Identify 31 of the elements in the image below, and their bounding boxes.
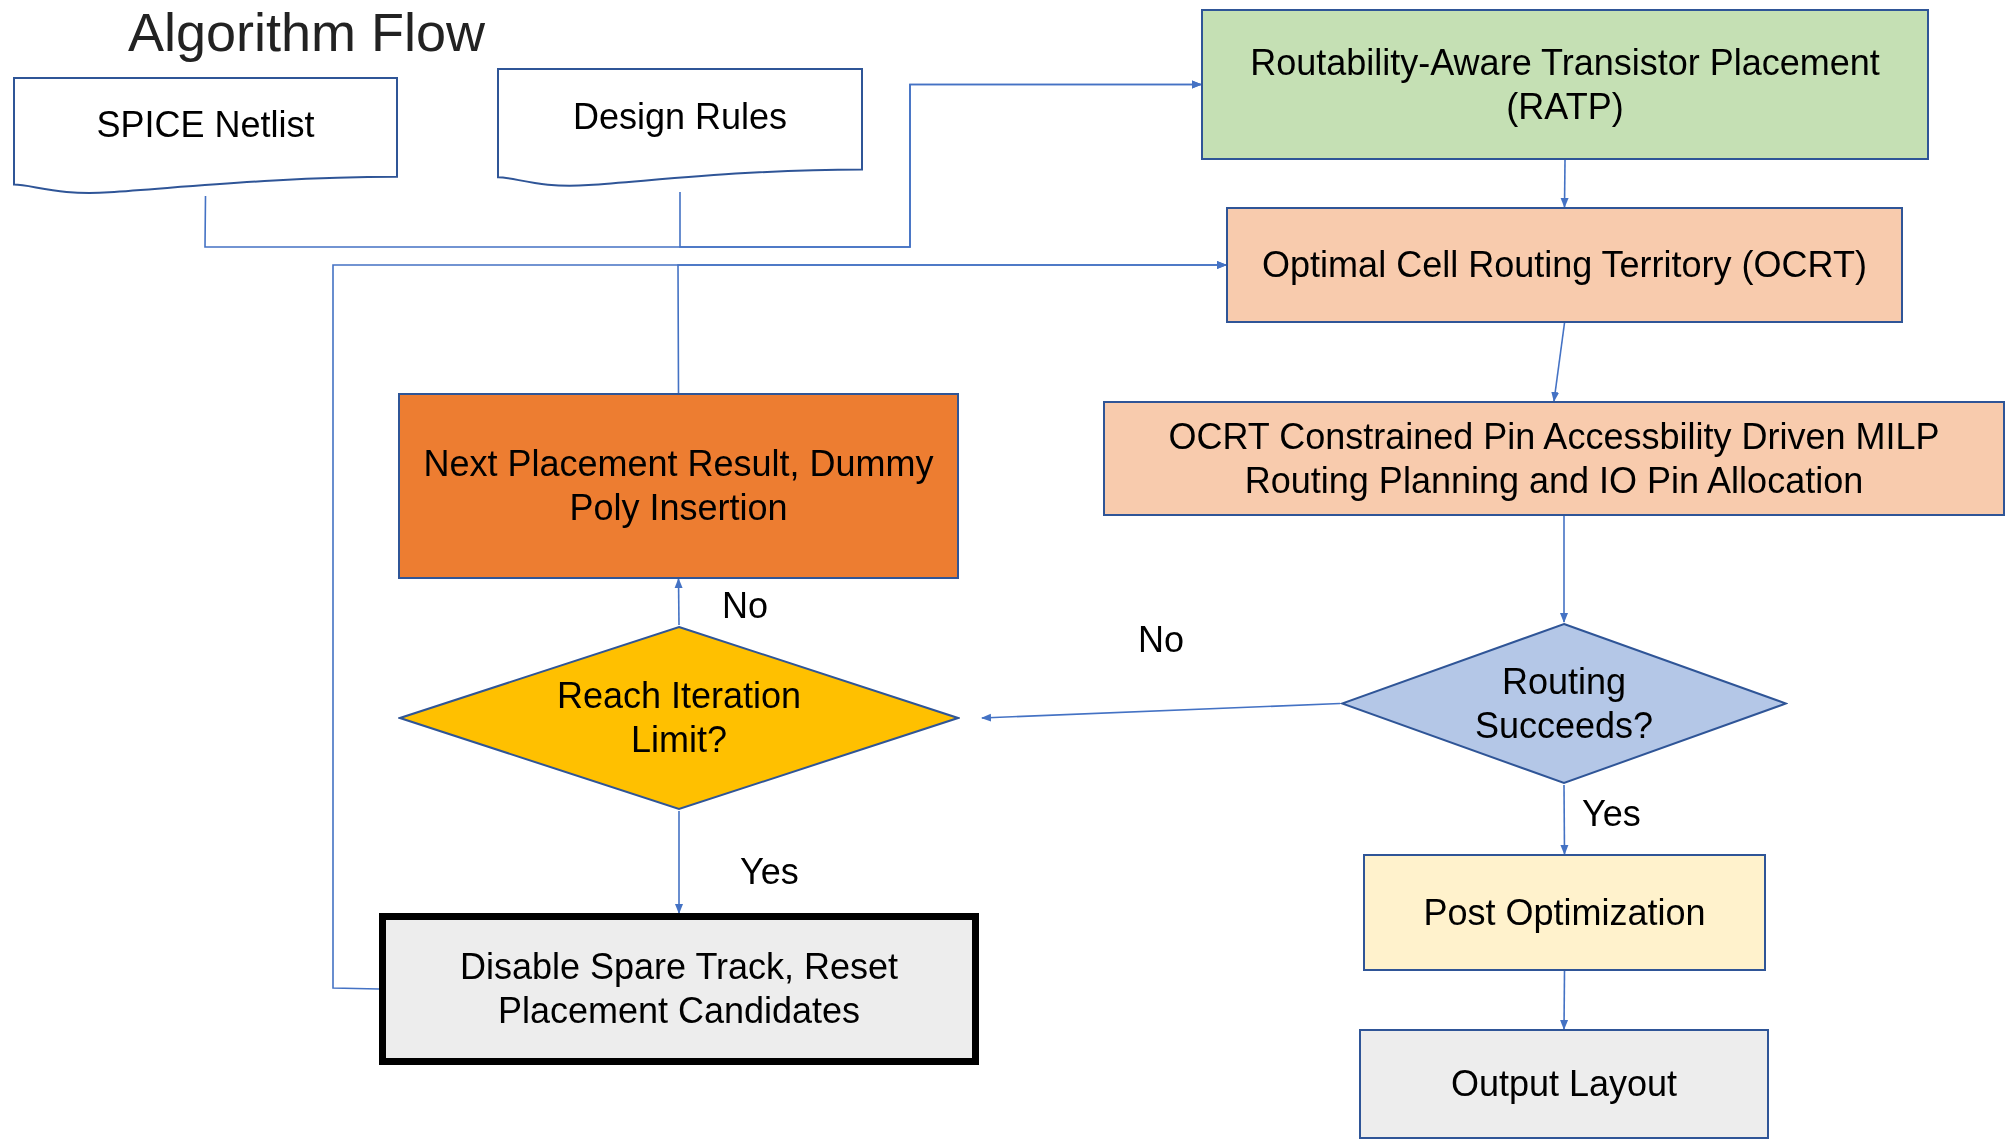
node-text: Disable Spare Track, Reset Placement Candidates [458,945,900,1033]
node-text: Reach Iteration Limit? [555,674,803,762]
arrow [675,810,683,914]
process-box [1103,401,2005,516]
decision-diamond [1340,622,1788,785]
arrow [1551,322,1566,402]
process-box [1363,854,1766,971]
arrow [1560,784,1569,855]
decision-diamond [398,625,960,811]
node-text: Output Layout [1450,1062,1678,1106]
node-text: Routing Succeeds? [1474,659,1654,748]
arrow [981,702,1341,722]
node-text: Design Rules [572,95,788,139]
process-box [398,393,959,579]
node-text: Post Optimization [1423,890,1706,935]
title: Algorithm Flow [128,1,486,64]
process-box [1201,9,1929,160]
node-text: OCRT Constrained Pin Accessbility Driven MILP Routing Planning and IO Pin Allocation [1167,414,1941,503]
node-text: Next Placement Result, Dummy Poly Insertion [422,442,935,530]
node-text: SPICE Netlist [96,103,315,147]
process-box [1359,1029,1769,1139]
arrow [679,80,1202,248]
arrow [1560,515,1568,623]
process-box [1226,207,1903,323]
process-box [379,913,979,1065]
arrow [332,261,1227,990]
arrow [674,578,683,626]
node-text: Routability-Aware Transistor Placement (RATP) [1249,40,1881,129]
node-text: Optimal Cell Routing Territory (OCRT) [1262,243,1867,287]
arrow [1560,970,1569,1030]
arrow [1560,159,1569,208]
